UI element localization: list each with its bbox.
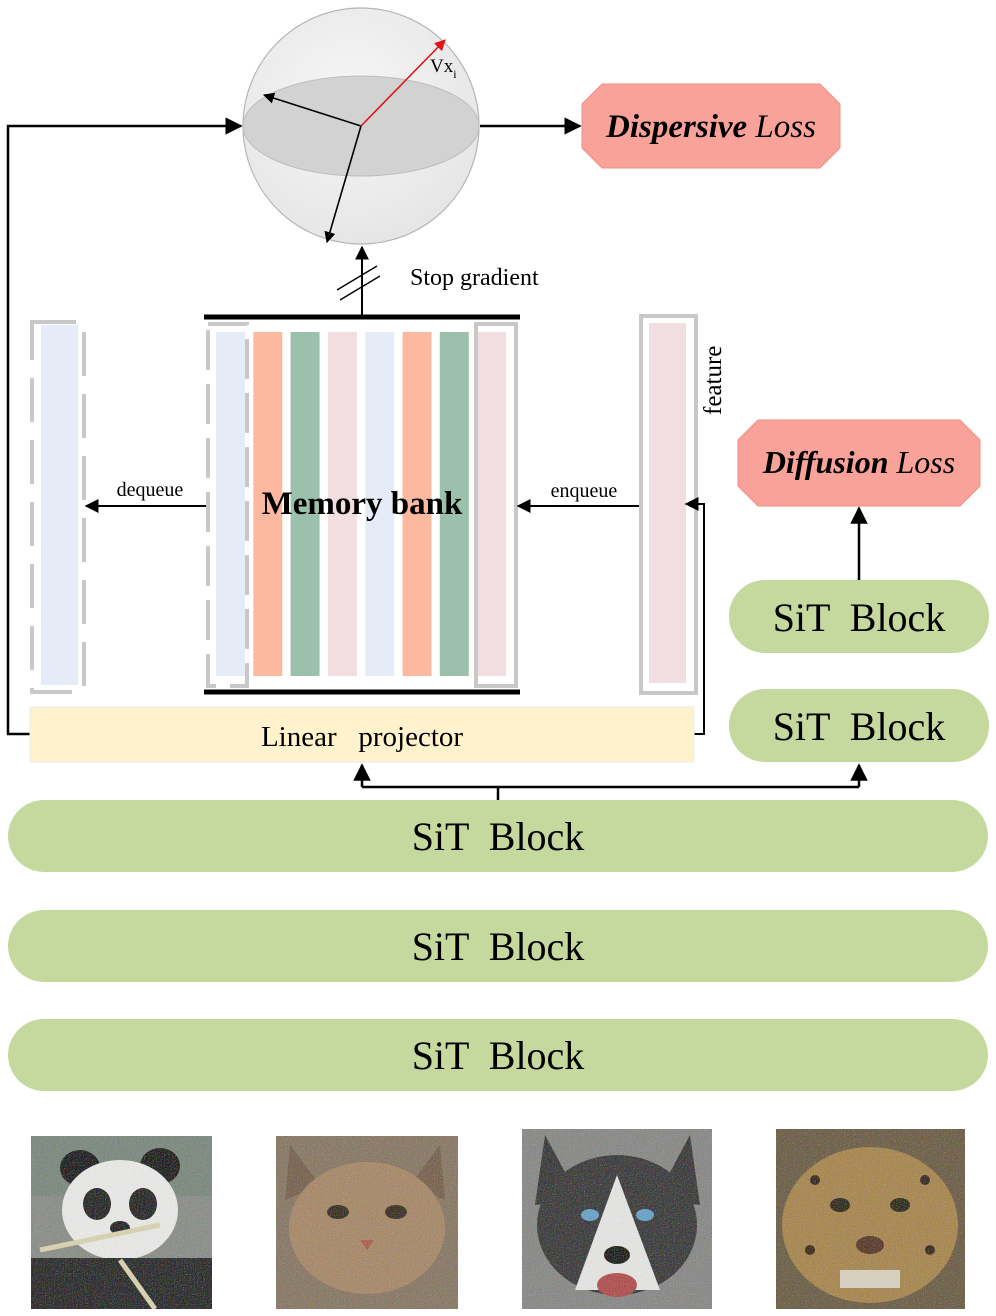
- sit-block-label: SiT Block: [412, 924, 585, 969]
- arrow-projector-to-feature: [684, 497, 705, 735]
- feature-label: feature: [700, 346, 727, 415]
- memory-bank-columns: [216, 332, 507, 676]
- sit-block-label: SiT Block: [773, 704, 946, 749]
- memory-bank-column: [253, 332, 283, 676]
- memory-bank: Memory bank: [204, 314, 520, 695]
- linear-projector-label: Linear projector: [261, 721, 463, 753]
- memory-bank-column: [402, 332, 432, 676]
- noisy-image-cat: [276, 1136, 458, 1309]
- memory-bank-column: [439, 332, 469, 676]
- memory-bank-title: Memory bank: [262, 486, 463, 522]
- enqueue-label: enqueue: [551, 480, 618, 502]
- sit-block-label: SiT Block: [412, 1033, 585, 1078]
- sit-block-main-1: SiT Block: [8, 800, 988, 872]
- sit-block-main-2: SiT Block: [8, 910, 988, 982]
- new-feature: feature: [639, 314, 727, 695]
- sit-block-right-top: SiT Block: [729, 580, 989, 653]
- sit-block-label: SiT Block: [412, 814, 585, 859]
- memory-bank-column: [290, 332, 320, 676]
- stop-gradient-label: Stop gradient: [410, 265, 539, 291]
- vector-arrow-highlighted: [360, 39, 446, 127]
- dispersive-loss-box: Dispersive Loss: [581, 83, 841, 169]
- memory-bank-column: [216, 332, 245, 676]
- vector-arrow: [262, 92, 362, 127]
- embedding-sphere: Vxi: [242, 7, 480, 245]
- memory-bank-column: [365, 332, 395, 676]
- dequeue-label: dequeue: [117, 479, 184, 501]
- noisy-image-panda: [31, 1136, 212, 1311]
- dequeued-feature: [30, 320, 86, 694]
- sit-block-main-3: SiT Block: [8, 1019, 988, 1091]
- noisy-image-tiger: [776, 1129, 965, 1309]
- branch-arrows: [353, 763, 868, 800]
- incoming-slot: [474, 322, 518, 688]
- vector-arrow: [324, 125, 362, 244]
- memory-bank-column: [477, 332, 507, 676]
- outgoing-slot: [206, 322, 249, 688]
- stop-gradient: Stop gradient: [336, 245, 539, 316]
- memory-bank-column: [327, 332, 357, 676]
- sit-block-label: SiT Block: [773, 595, 946, 640]
- vector-label: Vxi: [430, 56, 457, 81]
- diffusion-loss-label: Diffusion Loss: [762, 444, 955, 480]
- linear-projector: Linear projector: [29, 706, 695, 763]
- diffusion-loss-box: Diffusion Loss: [737, 419, 981, 507]
- arrow-projector-to-sphere: [6, 117, 243, 736]
- dispersive-loss-label: Dispersive Loss: [605, 109, 816, 145]
- sit-block-right-bottom: SiT Block: [729, 689, 989, 762]
- noisy-image-husky: [522, 1129, 712, 1309]
